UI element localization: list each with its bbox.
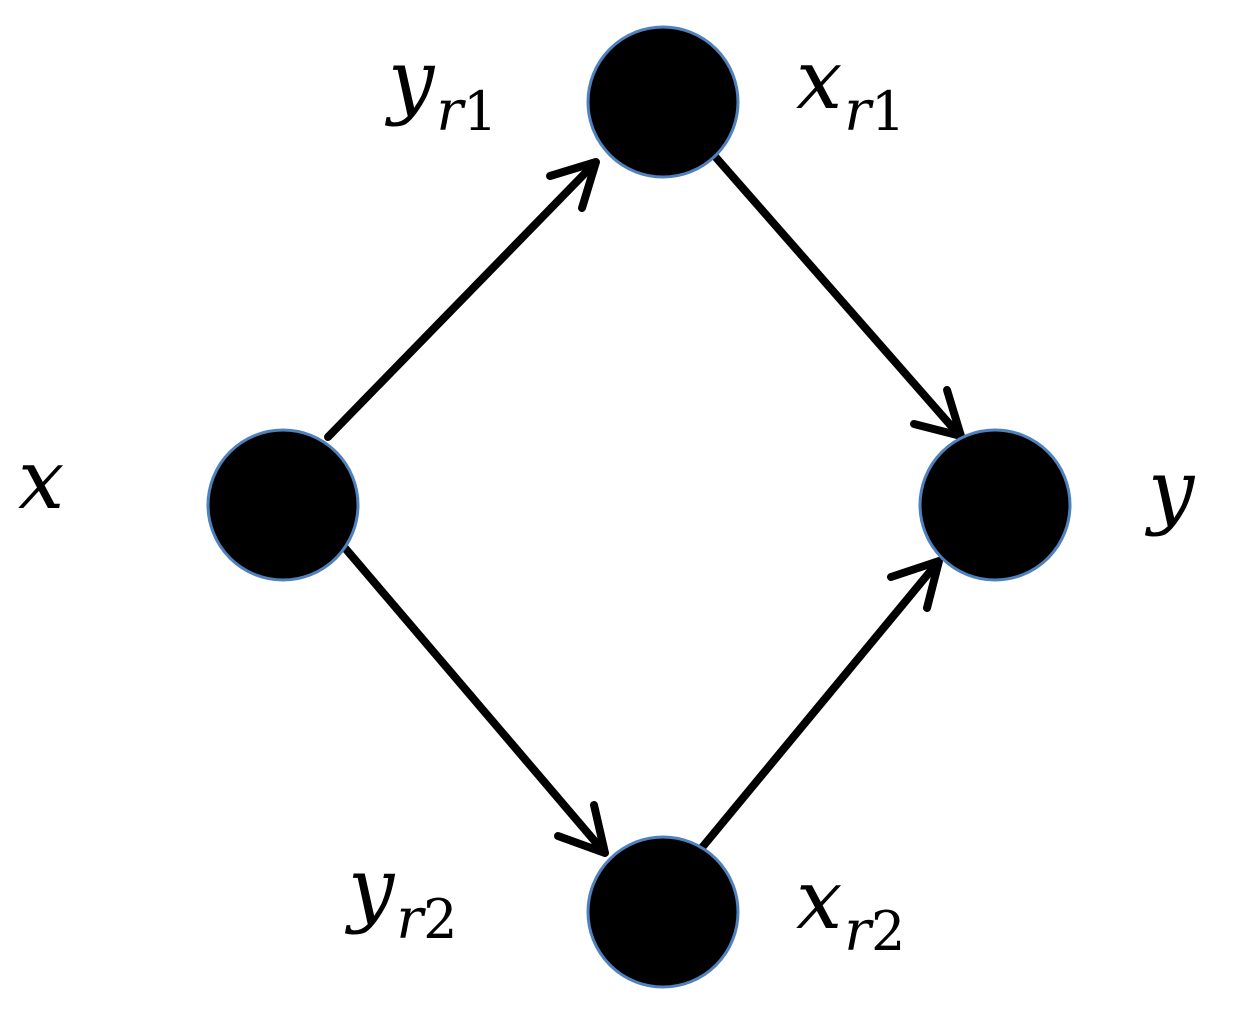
edges — [324, 149, 965, 857]
edge-x-to-bottom — [341, 544, 609, 857]
node-bottom — [586, 835, 740, 989]
edge-bottom-to-y — [696, 557, 943, 854]
label-y-r2: yr2 — [348, 841, 458, 952]
edge-x-to-top — [324, 158, 600, 441]
node-y — [918, 428, 1072, 582]
label-x: x — [18, 433, 65, 528]
label-y-r1: yr1 — [388, 33, 498, 144]
nodes — [206, 25, 1072, 989]
label-x-r1: xr1 — [796, 33, 906, 144]
label-y: y — [1148, 443, 1195, 538]
node-x — [206, 428, 360, 582]
edge-top-to-y — [708, 149, 965, 440]
label-x-r2: xr2 — [796, 853, 906, 964]
node-top — [586, 25, 740, 179]
